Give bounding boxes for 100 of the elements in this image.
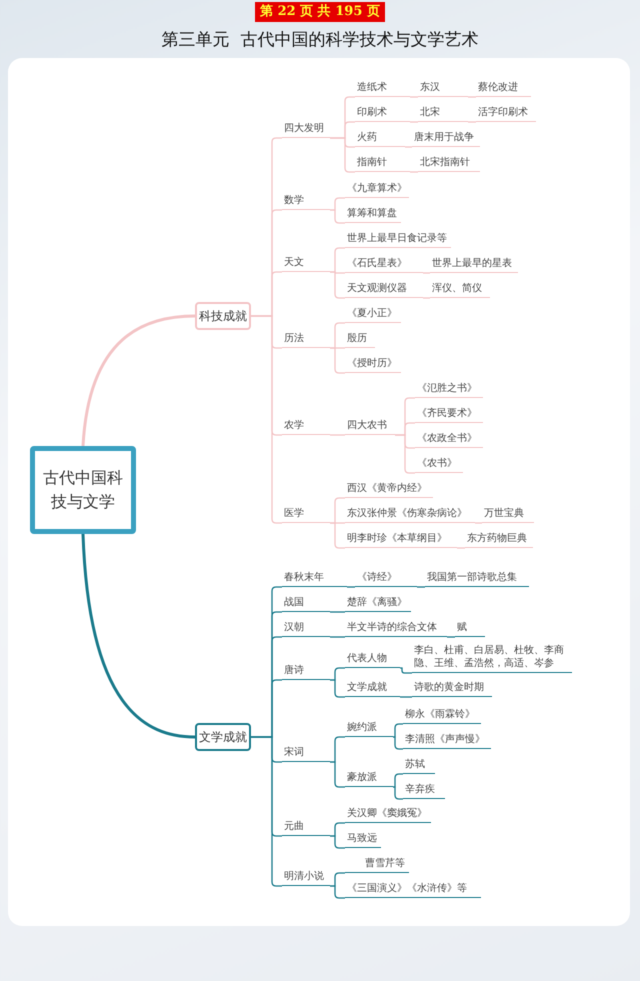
topic-label: 代表人物 <box>345 652 400 668</box>
topic-label: 印刷术 <box>355 106 410 122</box>
topic-label: 历法 <box>282 332 330 348</box>
branch-box: 文学成就 <box>195 723 251 751</box>
topic-label: 赋 <box>455 621 485 637</box>
topic-label: 元曲 <box>282 820 330 836</box>
topic-label: 造纸术 <box>355 81 410 97</box>
topic-label: 李白、杜甫、白居易、杜牧、李商隐、王维、孟浩然，高适、岑参 <box>412 641 572 673</box>
topic-label: 关汉卿《窦娥冤》 <box>345 807 431 823</box>
connector-line <box>330 611 345 613</box>
connector-line <box>82 534 196 738</box>
connector-line <box>410 171 418 173</box>
topic-label: 四大农书 <box>345 419 395 435</box>
page-number-badge: 第 22 页 共 195 页 <box>255 2 385 22</box>
topic-label: 明清小说 <box>282 870 330 886</box>
topic-label: 东汉 <box>418 81 468 97</box>
page-title: 第三单元 古代中国的科学技术与文学艺术 <box>160 29 480 51</box>
connector-line <box>468 121 476 123</box>
topic-label: 算筹和算盘 <box>345 207 401 223</box>
topic-label: 万世宝典 <box>482 507 534 523</box>
topic-label: 宋词 <box>282 746 330 762</box>
connector-line <box>410 121 418 123</box>
topic-label: 数学 <box>282 194 330 210</box>
topic-label: 西汉《黄帝内经》 <box>345 482 433 498</box>
topic-label: 蔡伦改进 <box>476 81 531 97</box>
connector-line <box>330 835 345 849</box>
connector-line <box>457 547 465 549</box>
topic-label: 李清照《声声慢》 <box>403 733 491 749</box>
topic-label: 天文 <box>282 256 330 272</box>
topic-label: 唐末用于战争 <box>412 131 480 147</box>
connector-line <box>417 586 425 588</box>
connector-line <box>330 522 345 549</box>
topic-label: 《齐民要术》 <box>415 407 483 423</box>
connector-line <box>393 786 403 800</box>
topic-label: 东方药物巨典 <box>465 532 533 548</box>
topic-label: 《农政全书》 <box>415 432 483 448</box>
topic-label: 指南针 <box>355 156 410 172</box>
connector-line <box>393 723 403 738</box>
topic-label: 浑仪、简仪 <box>430 282 490 298</box>
topic-label: 马致远 <box>345 832 381 848</box>
topic-label: 农学 <box>282 419 330 435</box>
connector-line <box>251 736 282 887</box>
topic-label: 苏轼 <box>403 758 435 774</box>
topic-label: 辛弃疾 <box>403 783 445 799</box>
topic-label: 豪放派 <box>345 771 393 787</box>
connector-line <box>423 272 430 274</box>
topic-label: 火药 <box>355 131 405 147</box>
connector-line <box>330 271 345 299</box>
topic-label: 世界上最早的星表 <box>430 257 518 273</box>
topic-label: 天文观测仪器 <box>345 282 423 298</box>
topic-label: 我国第一部诗歌总集 <box>425 571 529 587</box>
topic-label: 《农书》 <box>415 457 463 473</box>
connector-line <box>251 315 282 524</box>
topic-label: 北宋 <box>418 106 468 122</box>
connector-line <box>330 137 355 173</box>
topic-label: 医学 <box>282 507 330 523</box>
connector-line <box>423 297 430 299</box>
topic-label: 《氾胜之书》 <box>415 382 483 398</box>
connector-line <box>347 586 355 588</box>
connector-line <box>405 146 412 148</box>
connector-line <box>447 636 455 638</box>
topic-label: 《诗经》 <box>355 571 417 587</box>
topic-label: 唐诗 <box>282 664 330 680</box>
topic-label: 殷历 <box>345 332 375 348</box>
connector-line <box>330 636 345 638</box>
topic-label: 诗歌的黄金时期 <box>412 681 492 697</box>
connector-line <box>82 314 196 446</box>
topic-label: 四大发明 <box>282 122 330 138</box>
topic-label: 《三国演义》《水浒传》等 <box>345 882 481 898</box>
connector-line <box>400 696 412 698</box>
connector-line <box>330 347 345 374</box>
connector-line <box>393 736 403 750</box>
topic-label: 柳永《雨霖铃》 <box>403 708 481 724</box>
central-topic-box: 古代中国科技与文学 <box>30 446 136 534</box>
topic-label: 楚辞《离骚》 <box>345 596 411 612</box>
connector-line <box>330 885 345 899</box>
connector-line <box>330 434 345 436</box>
topic-label: 春秋末年 <box>282 571 347 587</box>
topic-label: 世界上最早日食记录等 <box>345 232 451 248</box>
topic-label: 《授时历》 <box>345 357 401 373</box>
topic-label: 活字印刷术 <box>476 106 536 122</box>
topic-label: 文学成就 <box>345 681 400 697</box>
topic-label: 《石氏星表》 <box>345 257 423 273</box>
topic-label: 半文半诗的综合文体 <box>345 621 447 637</box>
connector-line <box>330 209 345 224</box>
connector-line <box>475 522 482 524</box>
topic-label: 明李时珍《本草纲目》 <box>345 532 457 548</box>
connector-line <box>468 96 476 98</box>
topic-label: 北宋指南针 <box>418 156 480 172</box>
topic-label: 曹雪芹等 <box>345 857 409 873</box>
connector-line <box>330 761 345 788</box>
branch-box: 科技成就 <box>195 302 251 330</box>
connector-line <box>395 434 415 474</box>
connector-line <box>393 773 403 788</box>
topic-label: 战国 <box>282 596 330 612</box>
topic-label: 东汉张仲景《伤寒杂病论》 <box>345 507 475 523</box>
topic-label: 婉约派 <box>345 721 393 737</box>
connector-line <box>400 667 412 674</box>
topic-label: 汉朝 <box>282 621 330 637</box>
connector-line <box>410 96 418 98</box>
